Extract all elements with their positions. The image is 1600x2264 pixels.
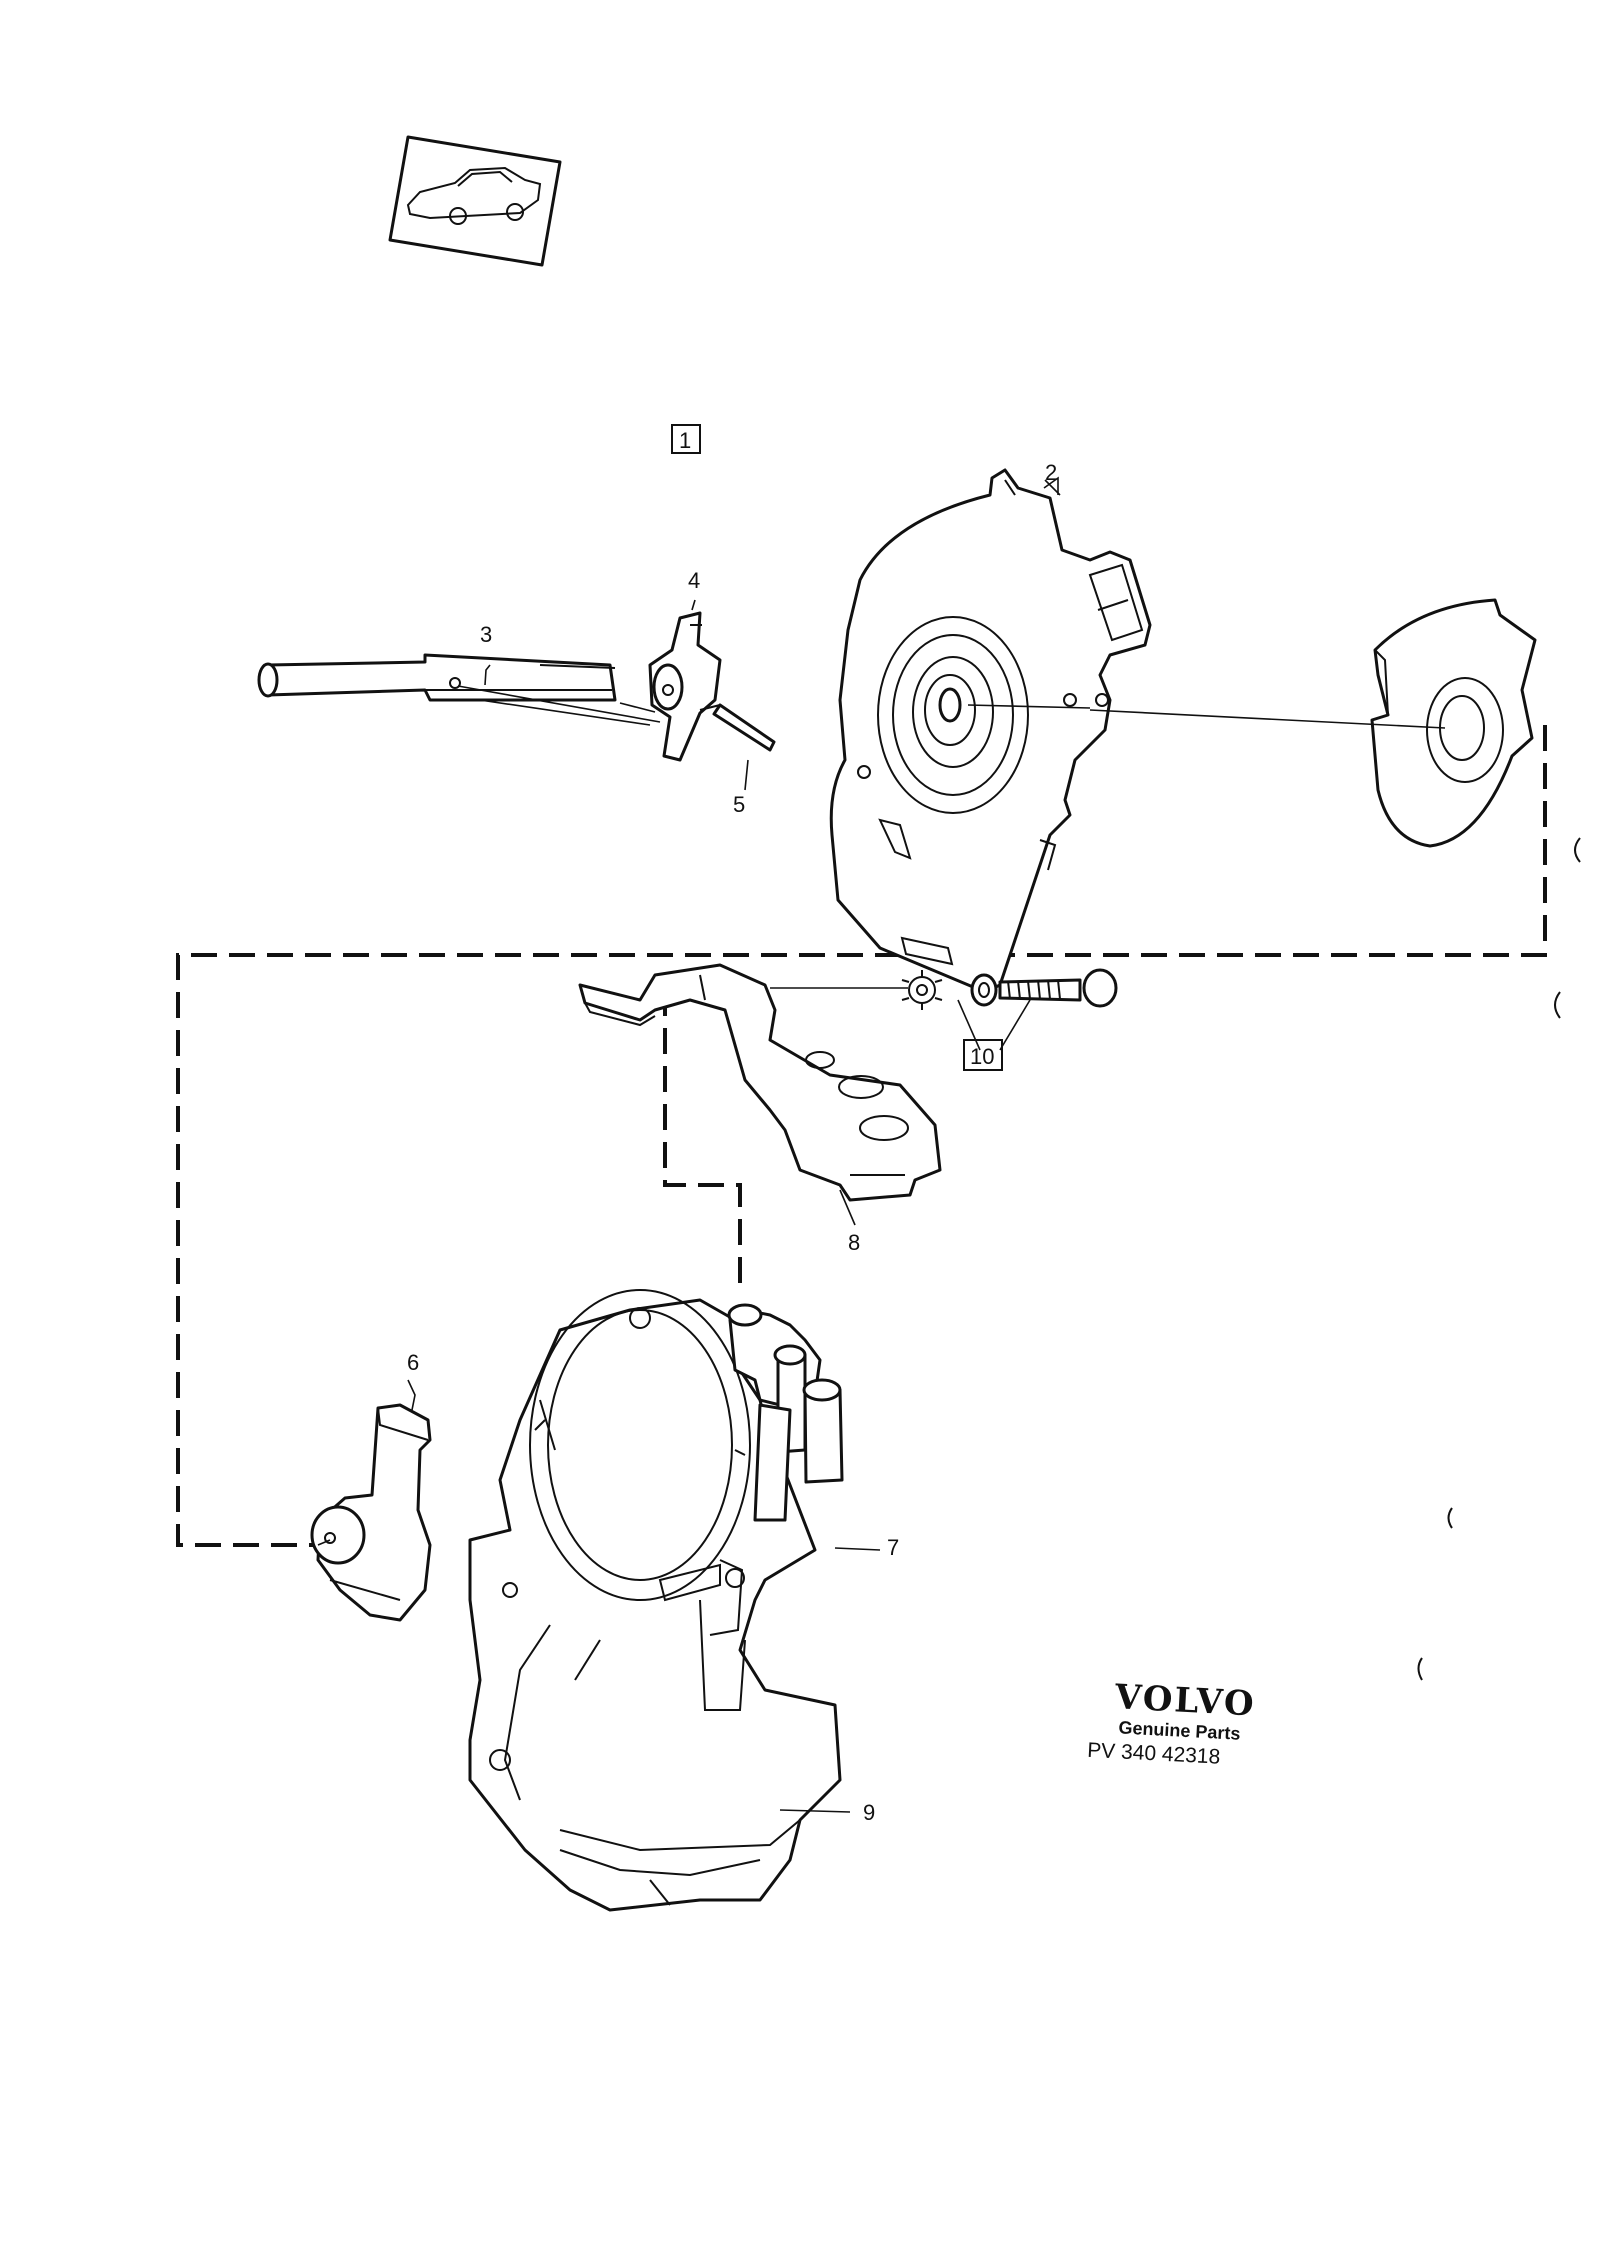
part-2-breaker-plate [829, 468, 1152, 994]
car-icon [406, 166, 542, 225]
rotor-cap [1370, 598, 1537, 848]
part-10-fastener-set [770, 968, 1118, 1071]
callout-label-8: 8 [848, 1230, 860, 1255]
callout-box-1: 1 [671, 424, 701, 454]
callout-label-6: 6 [407, 1350, 419, 1375]
callout-label-4: 4 [688, 568, 700, 593]
part-7-9-distributor-housing [468, 1289, 842, 1912]
brand-logo: VOLVO [1113, 1677, 1257, 1724]
assembly-dashed-lines [176, 725, 1547, 1547]
footer-branding: VOLVO Genuine Parts PV 340 42318 [1087, 1677, 1257, 1769]
vehicle-thumbnail [388, 135, 562, 267]
callout-label-10: 10 [970, 1044, 994, 1069]
leader-lines [317, 476, 1446, 1813]
part-6-cam [310, 1403, 432, 1622]
part-8-bracket [578, 963, 942, 1202]
callout-label-7: 7 [887, 1535, 899, 1560]
part-5-pin [712, 703, 776, 752]
callout-label-3: 3 [480, 622, 492, 647]
callout-labels: 2 3 4 5 6 7 8 9 10 [407, 460, 1057, 1825]
part-4-rotor-hub [648, 611, 722, 762]
callout-label-2: 2 [1045, 460, 1057, 485]
part-number: PV 340 42318 [1087, 1739, 1221, 1769]
part-3-shaft [257, 653, 661, 726]
callout-label-5: 5 [733, 792, 745, 817]
margin-marks [1417, 837, 1581, 1681]
callout-label-9: 9 [863, 1800, 875, 1825]
callout-label-1: 1 [679, 428, 691, 453]
cap-terminals [727, 1303, 844, 1522]
